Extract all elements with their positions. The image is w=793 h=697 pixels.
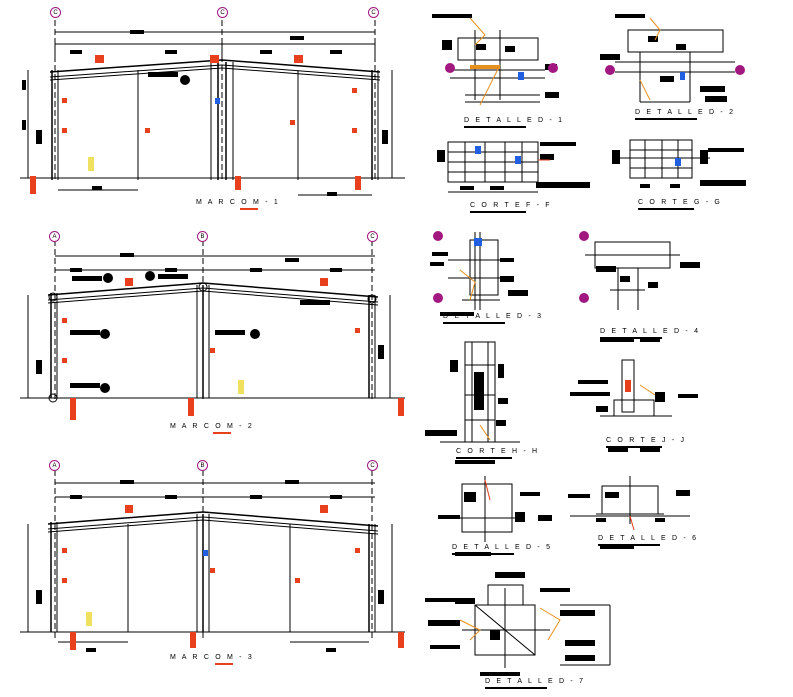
- title-underline: [452, 553, 514, 555]
- frame-m3-annotations: [36, 480, 404, 652]
- detail-d1-annotations: [432, 14, 559, 106]
- detail-title-d1: D E T A L L E D - 1: [464, 117, 565, 124]
- title-underline: [600, 337, 662, 339]
- detail-d2-drawing: [615, 29, 735, 103]
- title-underline: [635, 118, 697, 120]
- section-title-jj: C O R T E J - J: [606, 437, 687, 444]
- title-underline: [213, 432, 231, 434]
- detail-title-d7: D E T A L L E D - 7: [485, 678, 586, 685]
- section-title-ff: C O R T E F - F: [470, 202, 552, 209]
- section-ff-annotations: [437, 142, 590, 190]
- gridline-bubble: A: [49, 460, 60, 471]
- detail-d4-annotations: [579, 231, 700, 342]
- section-hh-drawing: [440, 341, 520, 443]
- frame-title-m3: M A R C O M - 3: [170, 654, 254, 661]
- frame-m2-drawing: [20, 240, 405, 403]
- title-underline: [456, 457, 512, 459]
- gridline-bubble: C: [368, 7, 379, 18]
- section-jj-annotations: [570, 380, 698, 452]
- frame-m1-annotations: [22, 30, 388, 196]
- gridline-bubble: B: [197, 231, 208, 242]
- detail-title-d2: D E T A L L E D - 2: [635, 109, 736, 116]
- detail-d3-annotations: [430, 231, 528, 316]
- detail-d6-annotations: [568, 490, 690, 549]
- section-gg-annotations: [612, 148, 746, 188]
- frame-m1-drawing: [20, 20, 405, 196]
- title-underline: [215, 663, 233, 665]
- frame-title-m2: M A R C O M - 2: [170, 423, 254, 430]
- title-underline: [443, 322, 505, 324]
- title-underline: [606, 446, 662, 448]
- detail-d7-drawing: [462, 584, 611, 668]
- gridline-bubble: C: [217, 7, 228, 18]
- detail-title-d6: D E T A L L E D - 6: [598, 535, 699, 542]
- frame-m3-drawing: [20, 470, 405, 643]
- title-underline: [240, 208, 258, 210]
- detail-title-d5: D E T A L L E D - 5: [452, 544, 553, 551]
- section-gg-drawing: [612, 139, 710, 179]
- gridline-bubble: C: [367, 231, 378, 242]
- title-underline: [464, 126, 526, 128]
- section-ff-drawing: [447, 141, 539, 193]
- title-underline: [638, 208, 694, 210]
- section-title-gg: C O R T E G - G: [638, 199, 723, 206]
- gridline-bubble: B: [197, 460, 208, 471]
- detail-title-d4: D E T A L L E D - 4: [600, 328, 701, 335]
- detail-d5-drawing: [440, 476, 520, 542]
- detail-d7-annotations: [425, 572, 595, 676]
- title-underline: [470, 211, 526, 213]
- title-underline: [485, 687, 547, 689]
- detail-d2-annotations: [600, 14, 745, 102]
- frame-m2-annotations: [36, 253, 404, 420]
- section-hh-annotations: [425, 360, 508, 464]
- section-title-hh: C O R T E H - H: [456, 448, 540, 455]
- section-jj-drawing: [600, 359, 672, 417]
- detail-d4-drawing: [585, 241, 680, 310]
- gridline-bubble: C: [50, 7, 61, 18]
- frame-title-m1: M A R C O M - 1: [196, 199, 280, 206]
- gridline-bubble: A: [49, 231, 60, 242]
- title-underline: [598, 544, 660, 546]
- gridline-bubble: C: [367, 460, 378, 471]
- detail-title-d3: D E T A L L E D - 3: [443, 313, 544, 320]
